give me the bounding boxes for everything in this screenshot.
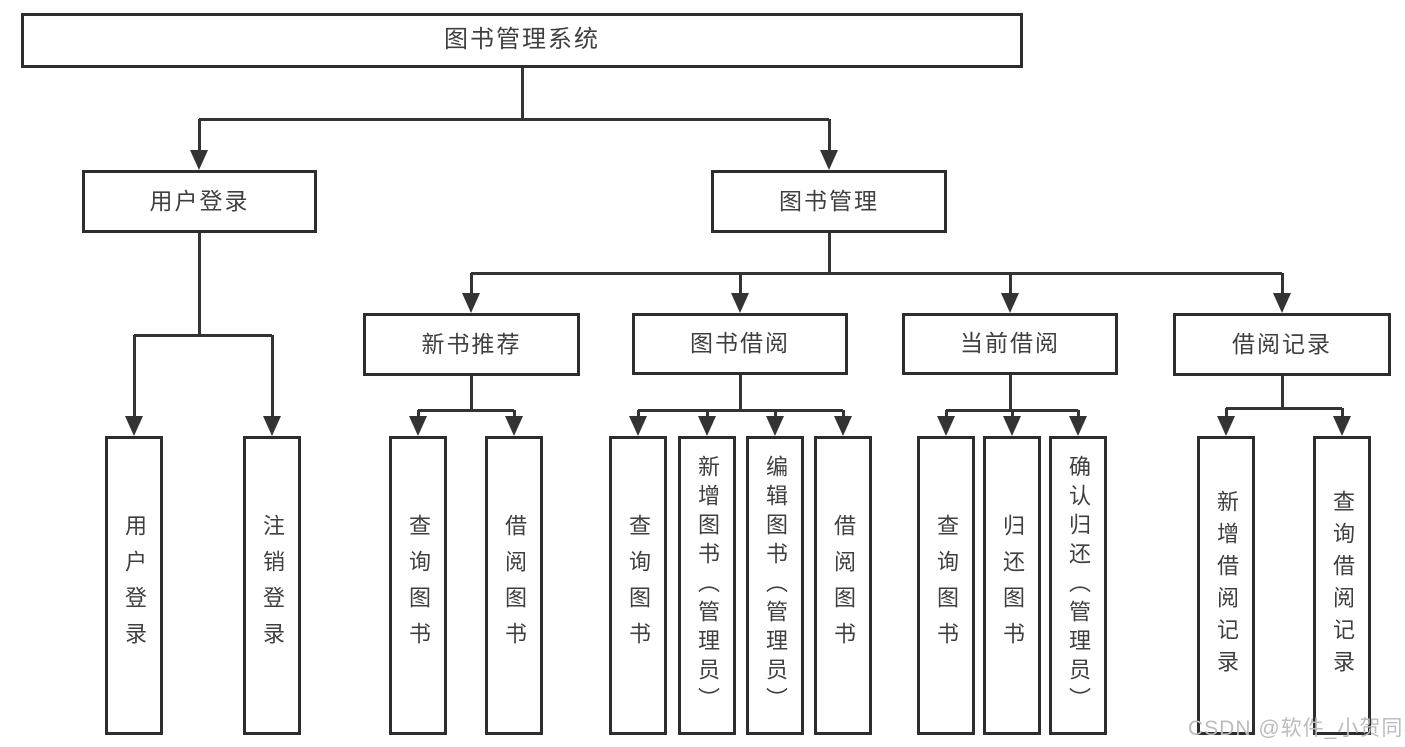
arrowhead-down-icon [1001, 293, 1019, 313]
arrowhead-down-icon [1069, 416, 1087, 436]
node-label: 用户登录 [122, 513, 147, 658]
node-label: 注销登录 [260, 513, 285, 658]
arrowhead-down-icon [766, 416, 784, 436]
arrowhead-down-icon [629, 416, 647, 436]
connector-line [827, 233, 831, 273]
arrowhead-down-icon [1333, 416, 1351, 436]
node-label: 查询图书 [406, 513, 431, 658]
connector-line [705, 410, 709, 418]
arrowhead-down-icon [820, 150, 838, 170]
connector-line [418, 408, 514, 412]
csdn-watermark: CSDN @软件_小贺同学 [1188, 717, 1405, 740]
node-label: 归还图书 [1000, 513, 1025, 658]
arrowhead-down-icon [731, 293, 749, 313]
connector-line [636, 410, 640, 418]
leaf-add-books-admin: 新增图书（管理员） [678, 436, 736, 735]
arrowhead-down-icon [937, 416, 955, 436]
module-borrow-records: 借阅记录 [1173, 313, 1391, 376]
connector-line [1008, 273, 1012, 295]
connector-line [1076, 410, 1080, 418]
leaf-confirm-return-admin: 确认归还（管理员） [1049, 436, 1107, 735]
node-label: 当前借阅 [960, 330, 1060, 357]
node-label: 查询图书 [626, 513, 651, 658]
arrowhead-down-icon [462, 293, 480, 313]
node-label: 借阅记录 [1232, 330, 1332, 357]
node-label: 查询借阅记录 [1330, 489, 1355, 682]
arrowhead-down-icon [834, 416, 852, 436]
connector-line [1010, 410, 1014, 418]
root-library-management-system: 图书管理系统 [21, 13, 1023, 68]
node-label: 新增图书（管理员） [695, 455, 720, 716]
connector-line [197, 233, 201, 335]
leaf-edit-books-admin: 编辑图书（管理员） [746, 436, 804, 735]
arrowhead-down-icon [505, 416, 523, 436]
node-label: 新增借阅记录 [1214, 489, 1239, 682]
connector-line [134, 333, 272, 337]
connector-line [738, 273, 742, 295]
leaf-query-books-current: 查询图书 [917, 436, 975, 735]
connector-line [841, 410, 845, 418]
leaf-logout: 注销登录 [243, 436, 301, 735]
connector-line [738, 375, 742, 410]
connector-line [512, 410, 516, 418]
connector-line [270, 335, 274, 418]
connector-line [773, 410, 777, 418]
arrowhead-down-icon [409, 416, 427, 436]
module-book-management: 图书管理 [711, 170, 947, 233]
arrowhead-down-icon [1217, 416, 1235, 436]
node-label: 查询图书 [934, 513, 959, 658]
node-label: 用户登录 [149, 187, 250, 214]
leaf-return-books: 归还图书 [983, 436, 1041, 735]
connector-line [199, 117, 829, 121]
leaf-query-books-recommend: 查询图书 [389, 436, 447, 735]
leaf-user-login: 用户登录 [105, 436, 163, 735]
node-label: 图书管理 [779, 187, 879, 214]
connector-line [1340, 408, 1344, 418]
connector-line [197, 119, 201, 152]
node-label: 借阅图书 [831, 513, 856, 658]
node-label: 新书推荐 [421, 330, 522, 357]
module-new-book-recommend: 新书推荐 [363, 313, 580, 376]
connector-line [471, 271, 1282, 275]
module-book-borrowing: 图书借阅 [632, 313, 848, 375]
arrowhead-down-icon [190, 150, 208, 170]
connector-line [944, 410, 948, 418]
connector-line [416, 410, 420, 418]
connector-line [1280, 376, 1284, 408]
module-user-login: 用户登录 [82, 170, 317, 233]
leaf-query-borrow-record: 查询借阅记录 [1313, 436, 1371, 735]
connector-line [469, 376, 473, 410]
connector-line [1226, 406, 1342, 410]
connector-line [132, 335, 136, 418]
arrowhead-down-icon [1003, 416, 1021, 436]
connector-line [638, 408, 843, 412]
arrowhead-down-icon [125, 416, 143, 436]
connector-line [827, 119, 831, 152]
leaf-borrow-books-recommend: 借阅图书 [485, 436, 543, 735]
node-label: 图书借阅 [690, 330, 790, 357]
node-label: 编辑图书（管理员） [763, 455, 788, 716]
node-label: 图书管理系统 [444, 26, 600, 54]
connector-line [1008, 375, 1012, 410]
arrowhead-down-icon [698, 416, 716, 436]
node-label: 借阅图书 [502, 513, 527, 658]
leaf-borrow-books: 借阅图书 [814, 436, 872, 735]
connector-line [520, 68, 524, 119]
node-label: 确认归还（管理员） [1066, 455, 1091, 716]
arrowhead-down-icon [1273, 293, 1291, 313]
arrowhead-down-icon [263, 416, 281, 436]
leaf-query-books-borrowing: 查询图书 [609, 436, 667, 735]
connector-line [469, 273, 473, 295]
module-current-borrowing: 当前借阅 [902, 313, 1118, 375]
connector-line [1280, 273, 1284, 295]
connector-line [1224, 408, 1228, 418]
leaf-add-borrow-record: 新增借阅记录 [1197, 436, 1255, 735]
